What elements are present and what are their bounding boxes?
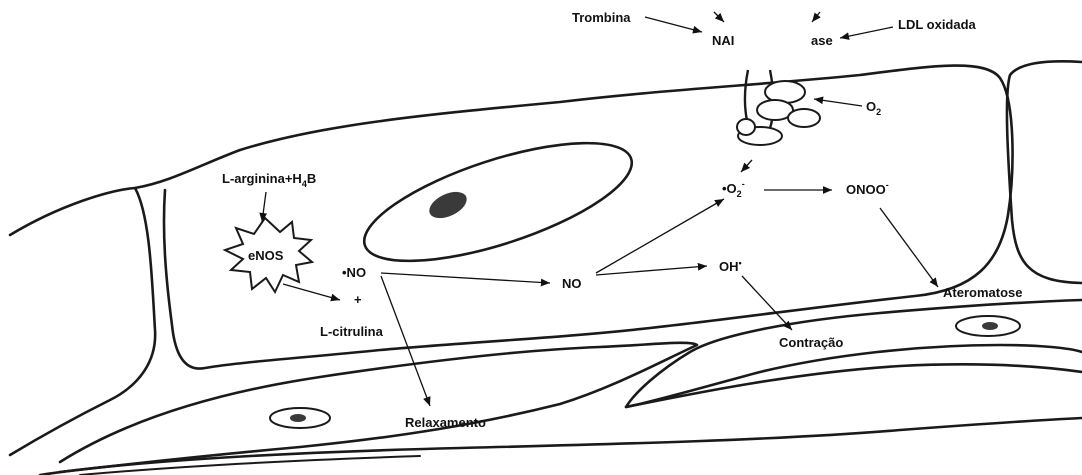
label-plus: + [354,292,362,307]
nucleolus [425,187,471,224]
endothelial-nucleus [352,119,644,285]
smooth-muscle-cell-upper-right [626,300,1082,407]
oxidase-subunit-3 [788,109,820,127]
label-lcitrulina: L-citrulina [320,324,384,339]
arrow-no-to-superoxide [596,199,724,273]
cell-outline-left-edge [10,188,155,455]
smooth-muscle-cell-middle [60,343,697,472]
label-nadph-left: NAI [712,33,734,48]
label-no-radical: •NO [342,265,366,280]
label-hydroxyl: OH• [719,258,742,274]
arrow-hydroxyl-to-contracao [742,276,792,330]
arrow-ldl-to-nadph [840,27,893,38]
nadph-oxidase-complex [737,70,820,145]
endothelial-cell-outline [10,66,1013,369]
smooth-muscle-cell-lower-right [626,364,1082,407]
oxidase-subunit-5 [737,119,755,135]
label-contracao: Contração [779,335,843,350]
arrow-peroxynitrite-to-ateromatose [880,208,938,287]
label-relaxamento: Relaxamento [405,415,486,430]
arrow-top-small-1 [714,12,724,22]
label-larginina: L-arginina+H4B [222,171,316,189]
label-o2: O2 [866,99,881,117]
arrow-no-to-hydroxyl [596,266,707,275]
label-nadph-right: ase [811,33,833,48]
adjacent-cell-outline-right [1007,61,1082,283]
label-ateromatose: Ateromatose [943,285,1022,300]
label-peroxynitrite: ONOO- [846,180,889,197]
label-enos: eNOS [248,248,284,263]
smooth-muscle-nucleolus-left [290,414,306,422]
arrow-o2-to-oxidase [814,99,862,106]
smooth-muscle-nucleolus-right [982,322,998,330]
label-no: NO [562,276,582,291]
label-trombina: Trombina [572,10,631,25]
label-superoxide: •O2- [722,179,745,199]
arrow-top-small-2 [812,12,820,22]
arrow-oxidase-to-superoxide [741,160,752,172]
arrow-trombina-to-nadph [645,17,702,32]
arrow-no-radical-to-relaxamento [381,276,430,406]
label-ldl-oxidada: LDL oxidada [898,17,977,32]
cell-outlines [10,61,1082,475]
arrow-enos-to-citrulina [283,284,340,300]
arrow-no-radical-to-no [381,273,550,283]
